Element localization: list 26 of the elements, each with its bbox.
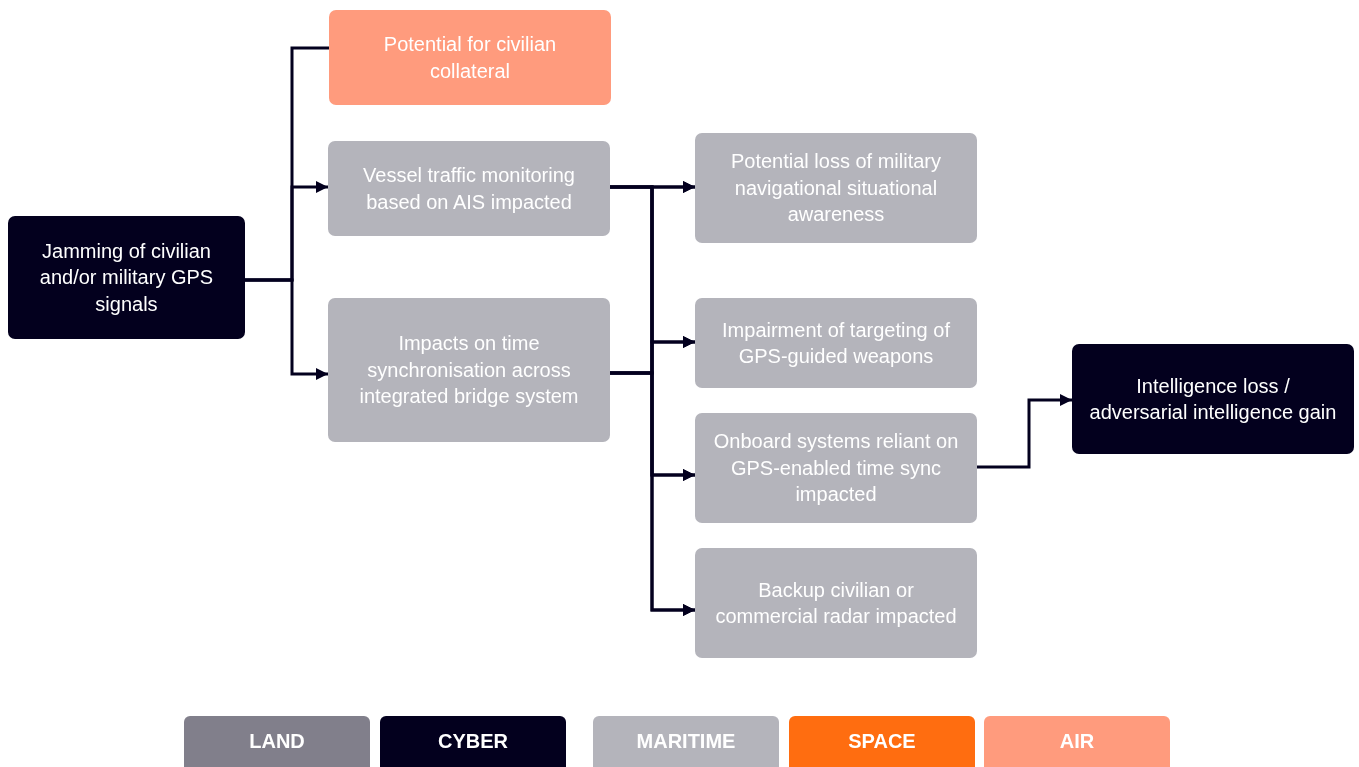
box-label: Intelligence loss / adversarial intelligence gain (1088, 373, 1338, 425)
process-box (695, 548, 977, 658)
arrow (245, 278, 328, 380)
process-box (328, 141, 610, 236)
box-label: Vessel traffic monitoring based on AIS impacted (362, 163, 576, 215)
process-box (695, 298, 977, 388)
box-label: Potential loss of military navigational situational awareness (729, 149, 943, 228)
box-label: Potential for civilian collateral (382, 32, 558, 84)
box-label: Jamming of civilian and/or military GPS signals (38, 238, 215, 317)
legend-key: SPACE (789, 716, 975, 767)
legend-key: CYBER (380, 716, 566, 767)
box-label: Onboard systems reliant on GPS-enabled time sync impacted (712, 429, 960, 508)
process-box (328, 298, 610, 442)
box-label: Impacts on time synchronisation across integrated bridge system (358, 331, 580, 410)
legend-key: LAND (184, 716, 370, 767)
legend-key: AIR (984, 716, 1170, 767)
box-label: Impairment of targeting of GPS-guided weapons (721, 317, 951, 369)
box-label: Backup civilian or commercial radar impacted (714, 577, 958, 629)
process-box (8, 216, 245, 339)
process-box (329, 10, 611, 105)
arrow (610, 371, 695, 616)
process-box (695, 133, 977, 243)
legend-key: MARITIME (593, 716, 779, 767)
process-box (1072, 344, 1354, 454)
arrow (977, 394, 1072, 469)
process-box (695, 413, 977, 523)
